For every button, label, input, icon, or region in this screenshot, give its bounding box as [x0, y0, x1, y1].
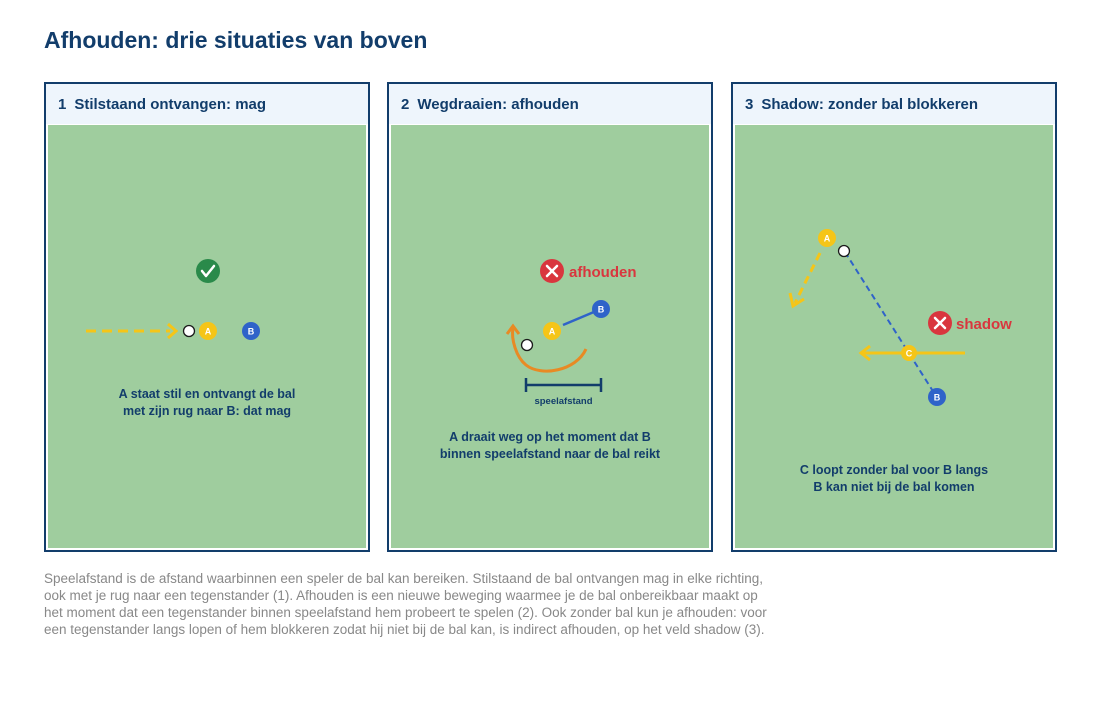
- verdict-label: shadow: [956, 316, 1012, 333]
- player-a-label: A: [824, 234, 831, 244]
- player-b: [928, 388, 946, 406]
- pitch-field: A C B shadow C loopt zonder bal voor B l…: [735, 125, 1053, 548]
- distance-label: speelafstand: [534, 396, 592, 407]
- caption-line: A draait weg op het moment dat B: [449, 430, 651, 444]
- player-a: [818, 229, 836, 247]
- pass-arrow-head: [167, 322, 179, 340]
- caption-line: A staat stil en ontvangt de bal: [118, 387, 296, 401]
- panel-situation-1: 1 Stilstaand ontvangen: mag A B A staat …: [44, 82, 370, 552]
- panel-situation-3: 3 Shadow: zonder bal blokkeren A C B: [731, 82, 1057, 552]
- run-arrow-head: [788, 292, 805, 309]
- panel-title: Wegdraaien: afhouden: [417, 95, 579, 113]
- page-title: Afhouden: drie situaties van boven: [44, 27, 428, 53]
- ball: [837, 244, 851, 258]
- pitch-field: A B A staat stil en ontvangt de bal met …: [48, 125, 366, 548]
- player-a-label: A: [205, 327, 212, 337]
- diagram-situation-2: afhouden A B speelafstand: [505, 259, 637, 407]
- player-b-label: B: [934, 393, 941, 403]
- panel-header: 2 Wegdraaien: afhouden: [389, 84, 711, 124]
- verdict-label: afhouden: [569, 264, 637, 281]
- run-arrow-line: [793, 252, 822, 304]
- caption-line: C loopt zonder bal voor B langs: [799, 463, 989, 477]
- panel-caption: A staat stil en ontvangt de bal met zijn…: [48, 386, 366, 420]
- b-reach-line: [844, 251, 937, 397]
- allowed-check-icon: [196, 259, 220, 283]
- pitch-field: afhouden A B speelafstand A draait weg o…: [391, 125, 709, 548]
- diagram-situation-3: A C B shadow: [788, 229, 1012, 406]
- ball: [520, 338, 534, 352]
- panel-caption: A draait weg op het moment dat B binnen …: [391, 429, 709, 463]
- explanation-text: Speelafstand is de afstand waarbinnen ee…: [44, 571, 767, 637]
- caption-line: B kan niet bij de bal komen: [813, 480, 975, 494]
- panel-caption: C loopt zonder bal voor B langs B kan ni…: [735, 462, 1053, 496]
- player-b-label: B: [248, 327, 255, 337]
- caption-line: binnen speelafstand naar de bal reikt: [439, 447, 661, 461]
- player-a: [543, 322, 561, 340]
- panel-number: 1: [58, 95, 67, 113]
- panel-header: 3 Shadow: zonder bal blokkeren: [733, 84, 1055, 124]
- distance-marker: [524, 378, 603, 392]
- turn-arc: [511, 327, 588, 373]
- caption-line: met zijn rug naar B: dat mag: [122, 404, 292, 418]
- diagram-situation-1: A B: [86, 259, 260, 340]
- panel-number: 2: [401, 95, 410, 113]
- not-allowed-cross-icon: [540, 259, 564, 283]
- ball: [182, 324, 196, 338]
- player-b: [592, 300, 610, 318]
- player-b-label: B: [598, 305, 605, 315]
- panel-title: Stilstaand ontvangen: mag: [74, 95, 267, 113]
- player-c-label: C: [906, 349, 913, 359]
- player-c: [901, 345, 917, 361]
- c-run-head: [858, 344, 871, 362]
- player-a: [199, 322, 217, 340]
- panel-number: 3: [745, 95, 754, 113]
- not-allowed-cross-icon: [928, 311, 952, 335]
- panel-title: Shadow: zonder bal blokkeren: [761, 95, 979, 113]
- player-a-label: A: [549, 327, 556, 337]
- player-b: [242, 322, 260, 340]
- turn-arc-head: [505, 323, 521, 335]
- panel-header: 1 Stilstaand ontvangen: mag: [46, 84, 368, 124]
- panel-situation-2: 2 Wegdraaien: afhouden afhouden A B: [387, 82, 713, 552]
